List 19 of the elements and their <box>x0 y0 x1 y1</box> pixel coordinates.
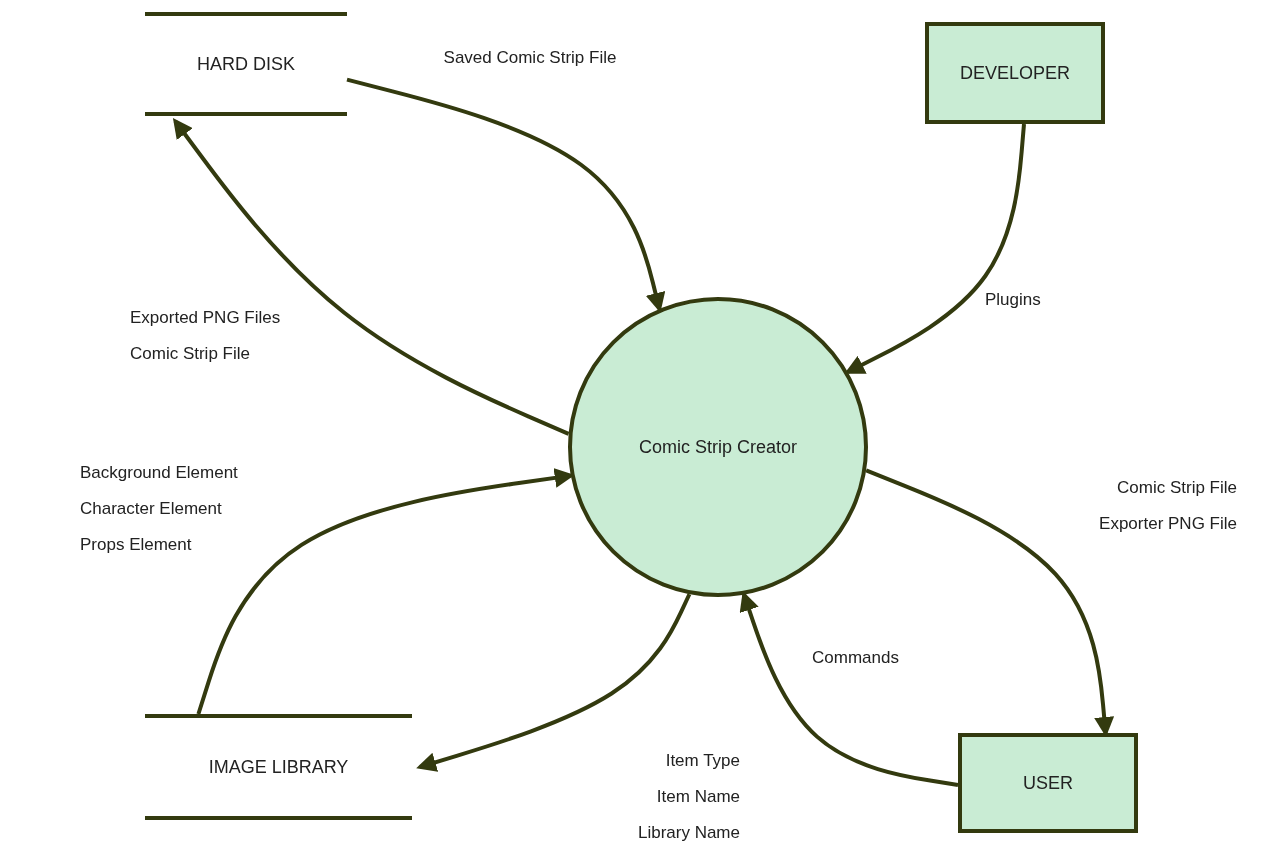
entity-box <box>925 22 1105 124</box>
edge-label: Item Type Item Name Library Name <box>636 750 740 844</box>
edge-label: Commands <box>812 647 900 669</box>
node-label: DEVELOPER <box>959 61 1070 85</box>
data-store <box>145 714 412 820</box>
edge-label: Plugins <box>985 289 1042 311</box>
process-circle <box>568 297 868 597</box>
node-label: USER <box>1023 771 1073 795</box>
arrow <box>172 118 570 436</box>
arrow <box>416 593 692 772</box>
node-label: Comic Strip Creator <box>637 435 798 459</box>
edge-label: Background Element Character Element Props Element <box>80 462 239 556</box>
entity-box <box>958 733 1138 833</box>
data-store <box>145 12 347 116</box>
edge-label: Comic Strip File Exporter PNG File <box>1098 477 1237 535</box>
edge-label: Saved Comic Strip File <box>442 47 618 69</box>
edge-label: Exported PNG Files Comic Strip File <box>130 307 282 365</box>
node-label: IMAGE LIBRARY <box>208 755 349 779</box>
node-label: HARD DISK <box>197 52 295 76</box>
